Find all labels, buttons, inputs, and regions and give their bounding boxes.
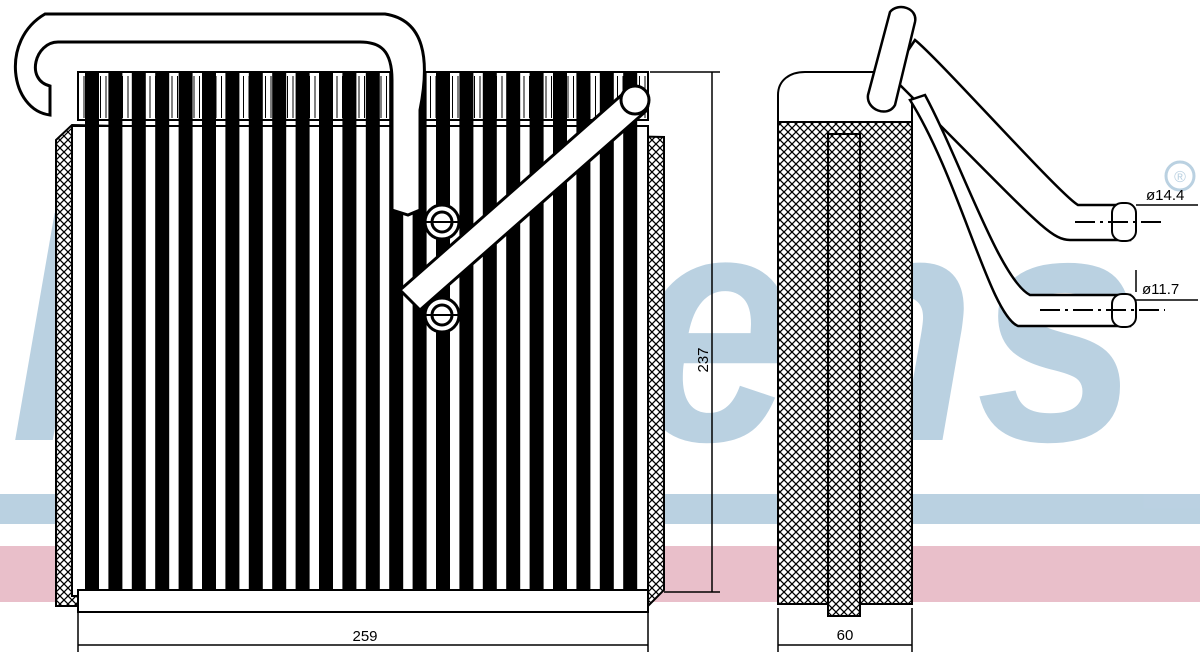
dimension-pipe-large: ø14.4 — [1146, 187, 1184, 204]
tube — [108, 71, 123, 593]
registered-mark: ® — [1174, 169, 1186, 186]
dimension-width: 259 — [352, 628, 377, 645]
pipe-fitting-lower — [423, 296, 461, 334]
tube — [365, 71, 380, 593]
pipe-fitting-upper — [423, 203, 461, 241]
dimension-depth: 60 — [837, 627, 854, 644]
tube — [155, 71, 170, 593]
dimension-height: 237 — [695, 347, 712, 372]
tube — [459, 71, 474, 593]
bottom-header — [77, 589, 649, 613]
side-view — [777, 5, 1165, 617]
tube — [319, 71, 333, 593]
side-pipe-stub — [866, 5, 917, 113]
evaporator-tubes — [85, 71, 638, 593]
tube — [342, 71, 357, 593]
side-dimensions — [777, 204, 1198, 652]
tube — [529, 71, 544, 593]
tube — [85, 71, 99, 593]
tube — [623, 71, 638, 593]
inlet-pipe-loop — [13, 12, 426, 217]
tube — [202, 71, 216, 593]
front-dimensions — [77, 71, 720, 652]
tube — [225, 71, 240, 593]
side-pipe-lower — [908, 93, 1132, 328]
tube — [506, 71, 521, 593]
tube — [482, 71, 497, 593]
tube — [131, 71, 146, 593]
dimension-pipe-small: ø11.7 — [1142, 281, 1179, 298]
side-core-center — [827, 133, 861, 617]
tube — [248, 71, 263, 593]
tube — [295, 71, 310, 593]
front-view — [13, 12, 665, 613]
tube — [272, 71, 287, 593]
tube — [178, 71, 193, 593]
registered-mark-icon — [1164, 160, 1196, 192]
